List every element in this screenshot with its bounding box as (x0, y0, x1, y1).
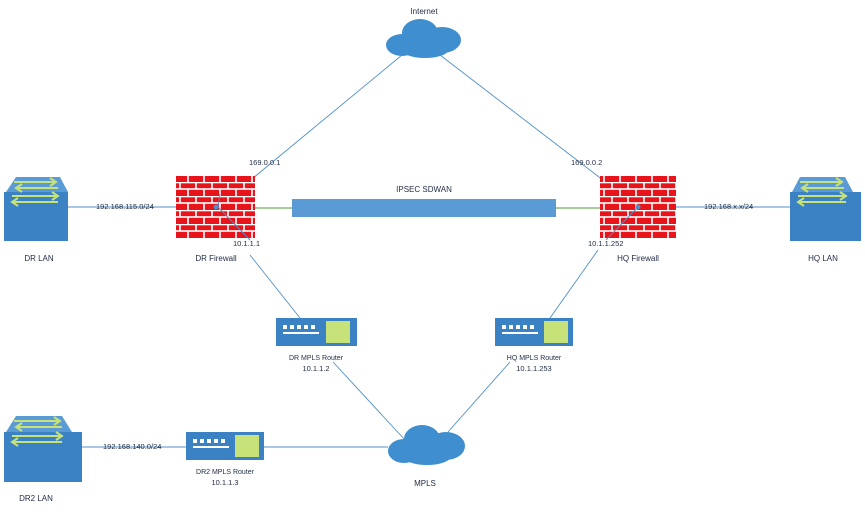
hq-router-label: HQ MPLS Router (507, 355, 562, 362)
hq-router-ip: 10.1.1.253 (516, 364, 551, 373)
switch-icon (4, 416, 82, 482)
mpls-label: MPLS (414, 479, 436, 488)
switch-icon (790, 177, 861, 241)
dr2-mpls-router: DR2 MPLS Router 10.1.1.3 (186, 432, 264, 487)
dr-router-ip: 10.1.1.2 (302, 364, 329, 373)
dr-lan-subnet-label: 192.168.115.0/24 (96, 202, 154, 211)
internet-cloud: Internet (386, 7, 461, 58)
internet-label: Internet (410, 7, 438, 16)
link-hq-firewall-hq-router (549, 249, 599, 319)
dr-firewall-mpls-ip: 10.1.1.1 (233, 239, 260, 248)
dr-router-label: DR MPLS Router (289, 355, 344, 362)
dr2-lan-subnet-label: 192.168.140.0/24 (103, 442, 161, 451)
hq-lan-subnet-label: 192.168.x.x/24 (704, 202, 753, 211)
cloud-icon (386, 19, 461, 58)
router-icon (276, 318, 357, 346)
links (65, 54, 790, 448)
dr2-router-ip: 10.1.1.3 (211, 478, 238, 487)
dr2-lan-switch: DR2 LAN 192.168.140.0/24 (4, 416, 161, 503)
link-dr-firewall-dr-router (249, 254, 301, 319)
hq-lan-label: HQ LAN (808, 254, 838, 263)
dr-firewall: DR Firewall 169.0.0.1 10.1.1.1 (176, 158, 280, 263)
hq-firewall-label: HQ Firewall (617, 254, 659, 263)
dr2-router-label: DR2 MPLS Router (196, 469, 255, 476)
dr-firewall-internet-ip: 169.0.0.1 (249, 158, 280, 167)
hq-firewall-mpls-ip: 10.1.1.252 (588, 239, 623, 248)
router-icon (186, 432, 264, 460)
dr-lan-label: DR LAN (24, 254, 54, 263)
tunnel-label: IPSEC SDWAN (396, 185, 452, 194)
link-hq-router-mpls (447, 361, 511, 433)
ipsec-sdwan-tunnel (292, 199, 556, 217)
hq-firewall: HQ Firewall 169.0.0.2 10.1.1.252 (571, 158, 676, 263)
mpls-cloud: MPLS (388, 425, 465, 488)
dr-mpls-router: DR MPLS Router 10.1.1.2 (276, 318, 357, 373)
router-icon (495, 318, 573, 346)
hq-mpls-router: HQ MPLS Router 10.1.1.253 (495, 318, 573, 373)
cloud-icon (388, 425, 465, 465)
switch-icon (4, 177, 68, 241)
dr-lan-switch: DR LAN (4, 177, 68, 263)
dr-firewall-label: DR Firewall (195, 254, 237, 263)
hq-firewall-internet-ip: 169.0.0.2 (571, 158, 602, 167)
link-dr-router-mpls (332, 361, 406, 441)
dr2-lan-label: DR2 LAN (19, 494, 53, 503)
hq-lan-switch: HQ LAN (790, 177, 861, 263)
